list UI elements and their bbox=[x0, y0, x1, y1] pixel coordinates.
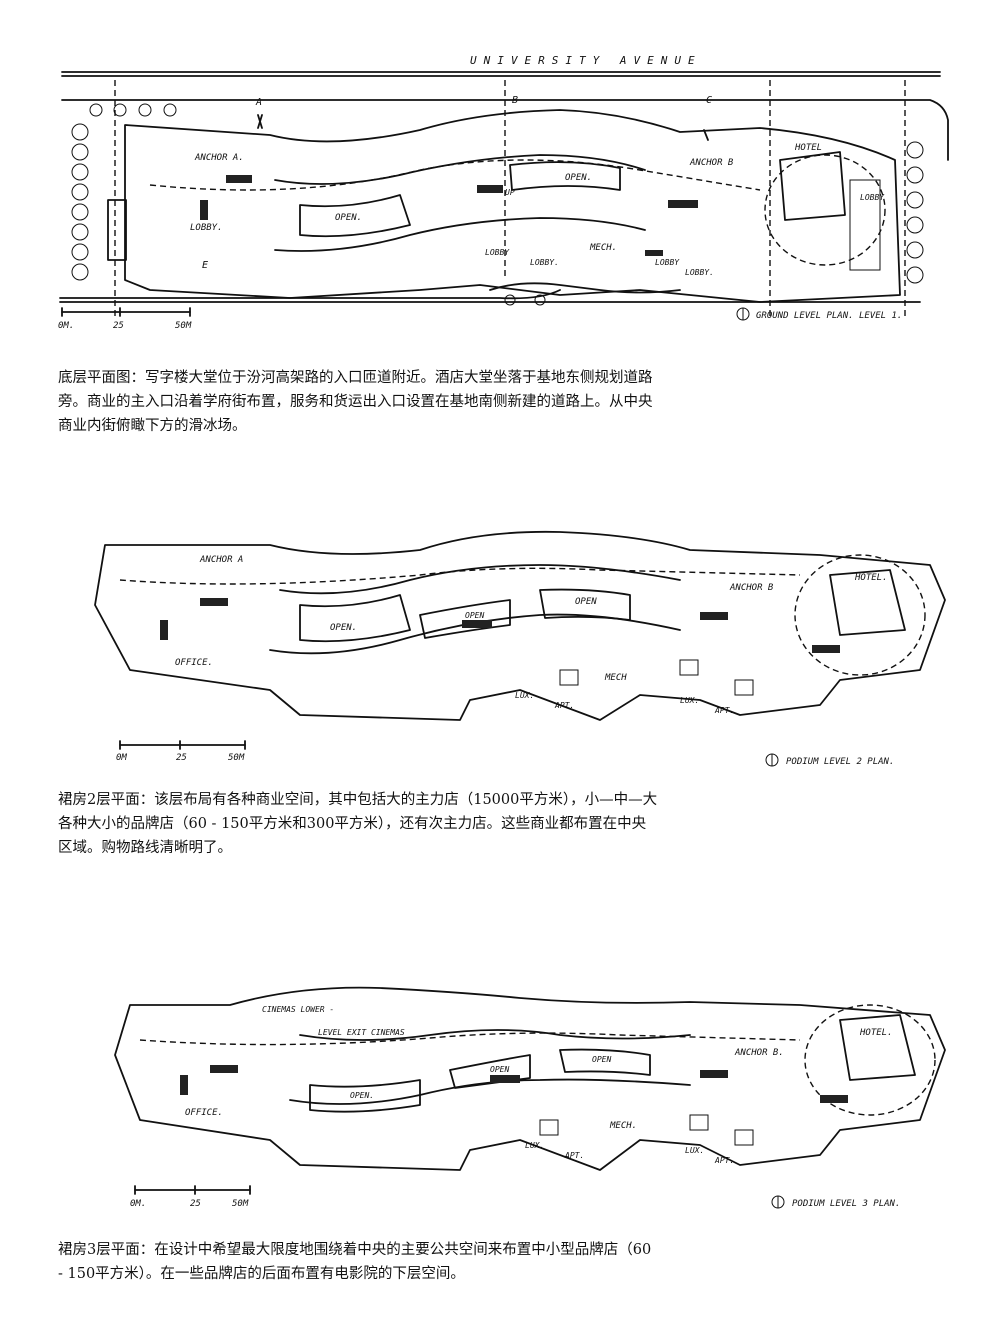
room-open-2: OPEN bbox=[592, 1055, 611, 1064]
section-mark-a: A bbox=[255, 97, 262, 108]
plan-title-level-3: PODIUM LEVEL 3 PLAN. bbox=[792, 1199, 900, 1209]
section-mark-b: B bbox=[512, 95, 518, 106]
room-lux-2: LUX. bbox=[685, 1146, 704, 1155]
tree-row-left bbox=[71, 103, 177, 281]
room-offices: OFFICE. bbox=[185, 1108, 223, 1118]
room-up: UP bbox=[505, 188, 515, 197]
street-label: UNIVERSITY AVENUE bbox=[470, 54, 702, 67]
room-open-2: OPEN bbox=[465, 611, 484, 620]
scale-bar: 0M. 25 50M bbox=[58, 307, 192, 331]
room-open-1: OPEN bbox=[490, 1065, 509, 1074]
ground-level-plan: UNIVERSITY AVENUE bbox=[0, 40, 1000, 340]
room-lobby-lux-1: LOBBY bbox=[485, 248, 510, 257]
room-hotel: HOTEL. bbox=[854, 573, 888, 583]
svg-text:50M: 50M bbox=[175, 321, 192, 331]
room-offices: OFFICE. bbox=[175, 658, 213, 668]
room-hotel: HOTEL. bbox=[859, 1028, 893, 1038]
room-lobby-apt-1: LOBBY bbox=[655, 258, 680, 267]
scale-bar: 0M 25 50M bbox=[116, 740, 246, 763]
room-lobby-apt-2: LOBBY. bbox=[685, 268, 714, 277]
room-apt-1: APT. bbox=[564, 1151, 584, 1160]
service-cores bbox=[160, 598, 840, 653]
svg-text:25: 25 bbox=[176, 753, 187, 763]
plan-title-ground: GROUND LEVEL PLAN. LEVEL 1. bbox=[756, 311, 902, 321]
room-cinemas-2: LEVEL EXIT CINEMAS bbox=[318, 1028, 405, 1037]
room-mech: MECH. bbox=[589, 243, 617, 253]
podium-level-3-plan: CINEMAS LOWER - LEVEL EXIT CINEMAS ANCHO… bbox=[0, 980, 1000, 1220]
room-open-2: OPEN. bbox=[565, 173, 592, 183]
caption-level-3: 裙房3层平面：在设计中希望最大限度地围绕着中央的主要公共空间来布置中小型品牌店（… bbox=[58, 1242, 652, 1282]
room-mech: MECH. bbox=[609, 1121, 637, 1131]
room-hotel: HOTEL bbox=[794, 143, 822, 153]
room-anchor-a: ANCHOR A. bbox=[194, 153, 244, 163]
section-mark-e: E bbox=[202, 260, 208, 271]
room-lobby: LOBBY. bbox=[190, 223, 223, 233]
plan-title-level-2: PODIUM LEVEL 2 PLAN. bbox=[786, 757, 894, 767]
room-anchor-a: ANCHOR A bbox=[199, 555, 243, 565]
room-apt-1: APT. bbox=[554, 701, 574, 710]
svg-text:0M.: 0M. bbox=[58, 321, 74, 331]
room-mech: MECH bbox=[604, 673, 627, 683]
room-open-3: OPEN. bbox=[350, 1091, 374, 1100]
room-open-3: OPEN bbox=[575, 597, 597, 607]
room-lobby-vertical: LOBBY bbox=[860, 193, 885, 202]
svg-text:0M: 0M bbox=[116, 753, 127, 763]
section-mark-c: C bbox=[706, 95, 712, 106]
room-anchor-b: ANCHOR B bbox=[729, 583, 774, 593]
svg-text:25: 25 bbox=[113, 321, 124, 331]
room-open-1: OPEN. bbox=[335, 213, 362, 223]
room-anchor-b: ANCHOR B bbox=[689, 158, 734, 168]
svg-text:50M: 50M bbox=[228, 753, 245, 763]
service-cores bbox=[200, 175, 698, 256]
svg-text:0M.: 0M. bbox=[130, 1199, 146, 1209]
room-apt-2: APT. bbox=[714, 706, 734, 715]
tree-row-right bbox=[906, 141, 924, 284]
room-lux-2: LUX. bbox=[680, 696, 699, 705]
caption-level-2: 裙房2层平面：该层布局有各种商业空间，其中包括大的主力店（15000平方米），小… bbox=[58, 792, 658, 856]
scale-bar: 0M. 25 50M bbox=[130, 1185, 251, 1209]
room-anchor-b: ANCHOR B. bbox=[734, 1048, 784, 1058]
service-cores bbox=[180, 1065, 848, 1103]
svg-text:50M: 50M bbox=[232, 1199, 249, 1209]
room-lux-1: LUX. bbox=[515, 691, 534, 700]
podium-level-2-plan: ANCHOR A ANCHOR B HOTEL. OPEN. OPEN OPEN… bbox=[0, 520, 1000, 770]
room-cinemas-1: CINEMAS LOWER - bbox=[262, 1005, 334, 1014]
room-lux-1: LUX. bbox=[525, 1141, 544, 1150]
caption-ground-level: 底层平面图：写字楼大堂位于汾河高架路的入口匝道附近。酒店大堂坐落于基地东侧规划道… bbox=[58, 370, 653, 434]
room-lobby-lux-2: LOBBY. bbox=[530, 258, 559, 267]
svg-text:25: 25 bbox=[190, 1199, 201, 1209]
room-open-1: OPEN. bbox=[330, 623, 357, 633]
room-apt-2: APT. bbox=[714, 1156, 734, 1165]
